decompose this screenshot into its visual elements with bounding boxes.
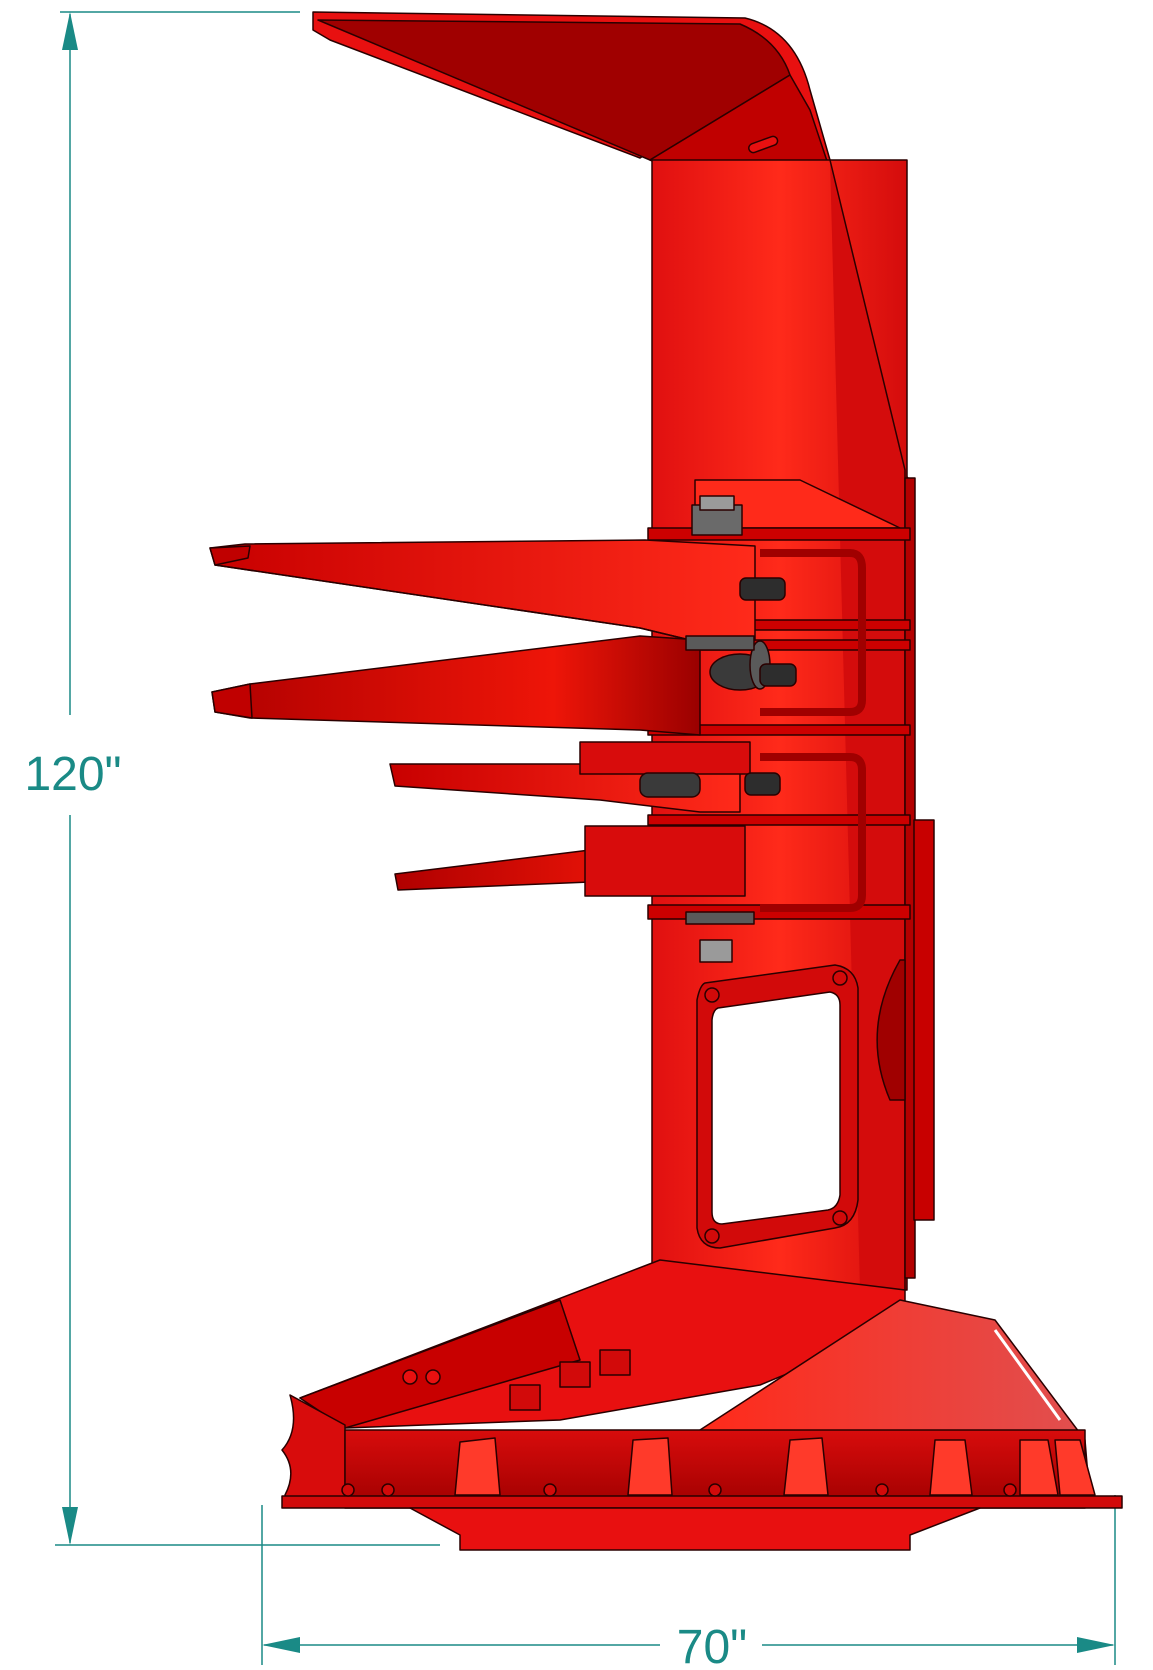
base-hole-1 xyxy=(402,1369,418,1385)
base-lug-3 xyxy=(783,1437,829,1496)
base-bracket-3 xyxy=(599,1349,631,1376)
base-hole-2 xyxy=(425,1369,441,1385)
base-flange xyxy=(281,1495,1123,1509)
pivot-nut-bottom xyxy=(699,939,733,963)
base-lug-6 xyxy=(1054,1439,1096,1496)
pivot-collar-1 xyxy=(685,635,755,651)
base-bracket-1 xyxy=(509,1384,541,1411)
width-label: 70" xyxy=(677,1621,747,1670)
pivot-clamp-2 xyxy=(759,663,797,687)
base-lug-2 xyxy=(627,1437,673,1496)
height-label: 120" xyxy=(24,748,121,801)
base-bottom xyxy=(409,1507,981,1551)
pivot-collar-2 xyxy=(685,911,755,925)
base-bolt-4 xyxy=(708,1483,722,1497)
pivot-hardware xyxy=(639,495,797,963)
upper-arm-1-tip xyxy=(209,545,251,566)
arrow-down-icon xyxy=(62,1507,78,1545)
window-bolt-2 xyxy=(832,970,848,986)
window-side-gusset xyxy=(876,959,906,1101)
base-bracket-2 xyxy=(559,1361,591,1388)
lower-arm-2 xyxy=(394,825,746,897)
arrow-up-icon xyxy=(62,12,78,50)
upper-arm-2-body xyxy=(211,635,701,736)
lower-arm-1-hub xyxy=(579,741,751,775)
top-arm-slot xyxy=(748,135,779,154)
upper-arm-1 xyxy=(209,539,756,641)
base-plate xyxy=(281,1429,1123,1551)
base-bolt-6 xyxy=(1003,1483,1017,1497)
upper-arm-1-edge xyxy=(214,564,691,641)
window-bolt-3 xyxy=(704,1228,720,1244)
upper-arm-1-body xyxy=(209,539,756,641)
cross-bar-5 xyxy=(647,814,911,826)
base-lug-4 xyxy=(929,1439,973,1496)
pivot-pin-top-cap xyxy=(699,495,735,511)
window-bolt-4 xyxy=(832,1210,848,1226)
arrow-left-icon xyxy=(262,1637,300,1653)
lower-arm-2-hub xyxy=(584,825,746,897)
upper-frame-loop xyxy=(760,549,866,912)
base-bolt-1 xyxy=(341,1483,355,1497)
window-bolt-1 xyxy=(704,987,720,1003)
upper-arm-2-tip xyxy=(211,683,253,719)
base-bolt-2 xyxy=(381,1483,395,1497)
base-lug-1 xyxy=(454,1437,501,1496)
upper-arm-2 xyxy=(211,635,701,736)
upper-loop xyxy=(760,549,866,716)
column-right-plate xyxy=(913,819,935,1221)
base-lug-5 xyxy=(1019,1439,1059,1496)
cross-bar-1 xyxy=(647,527,911,541)
height-dimension: 120" xyxy=(24,11,440,1546)
lower-window xyxy=(696,959,906,1249)
base-bolt-3 xyxy=(543,1483,557,1497)
pivot-clamp-4 xyxy=(744,772,781,796)
middle-loop xyxy=(760,753,866,912)
base-bolt-5 xyxy=(875,1483,889,1497)
pivot-clamp-1 xyxy=(739,577,786,601)
width-dimension: 70" xyxy=(261,1495,1116,1670)
machine-drawing xyxy=(209,11,1123,1551)
left-nose xyxy=(281,1394,346,1506)
right-skirt-edge xyxy=(993,1329,1062,1421)
arrow-right-icon xyxy=(1077,1637,1115,1653)
lower-window-opening xyxy=(711,991,841,1225)
pivot-clamp-3 xyxy=(639,772,701,798)
